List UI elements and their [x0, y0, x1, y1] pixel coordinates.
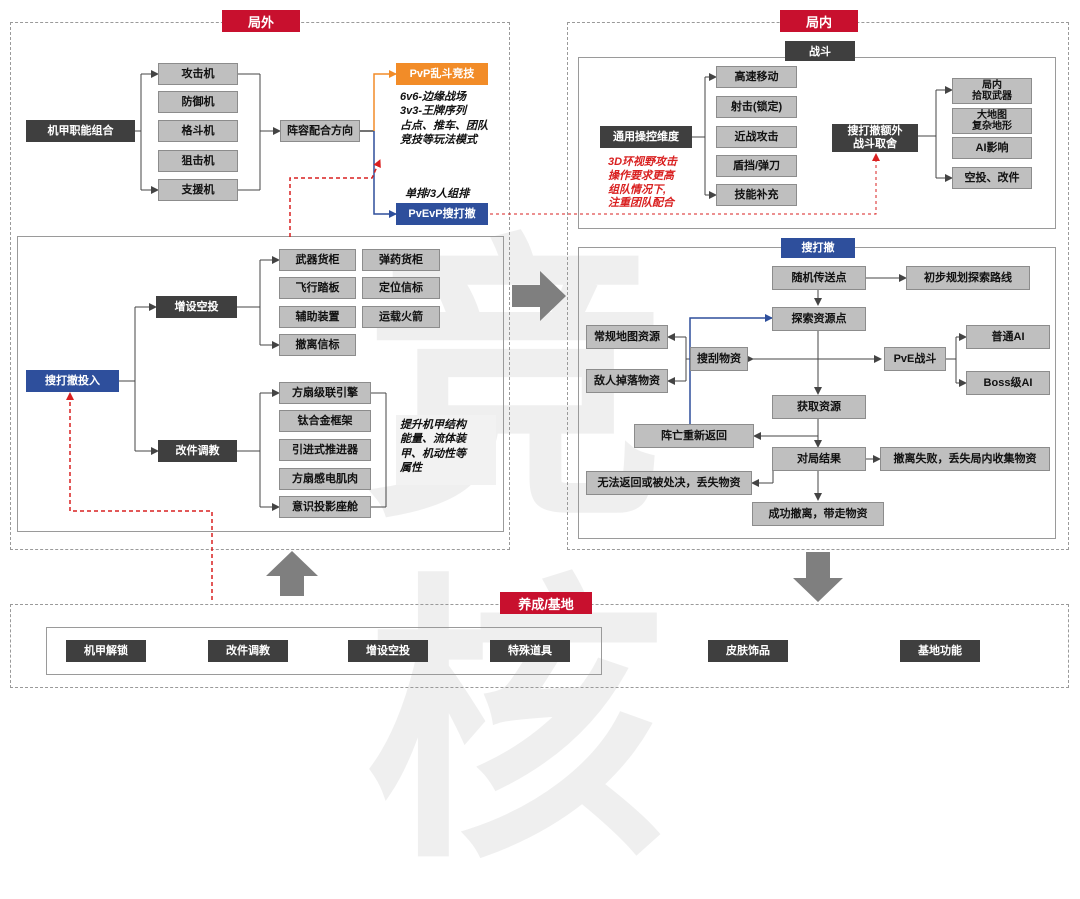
connector-lines — [66, 70, 967, 602]
action-shield-parry: 盾挡/弹刀 — [716, 155, 797, 177]
general-control-node: 通用操控维度 — [600, 126, 692, 148]
mech-sniper-node: 狙击机 — [158, 150, 238, 172]
match-result-node: 对局结果 — [772, 447, 866, 471]
add-equip-node: 增设空投 — [156, 296, 237, 318]
modify-frame: 钛合金框架 — [279, 410, 371, 432]
map-resource-node: 常规地图资源 — [586, 325, 668, 349]
mech-attack-node: 攻击机 — [158, 63, 238, 85]
mech-melee-node: 格斗机 — [158, 120, 238, 142]
pve-battle-node: PvE战斗 — [884, 347, 946, 371]
base-add-equip: 增设空投 — [348, 640, 428, 662]
respawn-node: 阵亡重新返回 — [634, 424, 754, 448]
mech-support-node: 支援机 — [158, 179, 238, 201]
random-spawn-node: 随机传送点 — [772, 266, 866, 290]
flow-arrows — [266, 271, 843, 602]
equip-carrier-rocket: 运载火箭 — [362, 306, 440, 328]
combat-title: 战斗 — [785, 41, 855, 61]
squad-note: 单排/3人组排 — [405, 188, 470, 200]
lineup-node: 阵容配合方向 — [280, 120, 360, 142]
modify-node: 改件调教 — [158, 440, 237, 462]
equip-flight-pedal: 飞行踏板 — [279, 277, 356, 299]
extra-combat-node: 搜打撤额外 战斗取舍 — [832, 124, 918, 152]
inside-title: 局内 — [780, 10, 858, 32]
explore-point-node: 探索资源点 — [772, 307, 866, 331]
extract-input-panel — [17, 236, 504, 532]
equip-evac-beacon: 撤离信标 — [279, 334, 356, 356]
extra-big-map: 大地图 复杂地形 — [952, 108, 1032, 134]
obtain-resource-node: 获取资源 — [772, 395, 866, 419]
base-function: 基地功能 — [900, 640, 980, 662]
equip-aux-device: 辅助装置 — [279, 306, 356, 328]
normal-ai-node: 普通AI — [966, 325, 1050, 349]
action-shoot-lock: 射击(锁定) — [716, 96, 797, 118]
modify-thruster: 引进式推进器 — [279, 439, 371, 461]
lost-loot-node: 无法返回或被处决，丢失物资 — [586, 471, 752, 495]
evac-fail-node: 撤离失败，丢失局内收集物资 — [880, 447, 1050, 471]
base-skin: 皮肤饰品 — [708, 640, 788, 662]
base-title: 养成/基地 — [500, 592, 592, 614]
mech-defense-node: 防御机 — [158, 91, 238, 113]
plan-route-node: 初步规划探索路线 — [906, 266, 1030, 290]
action-melee: 近战攻击 — [716, 126, 797, 148]
boss-ai-node: Boss级AI — [966, 371, 1050, 395]
outside-title: 局外 — [222, 10, 300, 32]
equip-ammo-crate: 弹药货柜 — [362, 249, 440, 271]
pvp-note: 6v6-边缘战场 3v3-王牌序列 占点、推车、团队 竞技等玩法模式 — [400, 91, 488, 146]
mech-combo-node: 机甲职能组合 — [26, 120, 135, 142]
base-special-item: 特殊道具 — [490, 640, 570, 662]
action-high-speed: 高速移动 — [716, 66, 797, 88]
search-loot-node: 搜刮物资 — [690, 347, 748, 371]
extraction-title: 搜打撤 — [781, 238, 855, 258]
base-inner-panel — [46, 627, 602, 675]
modify-muscle: 方扇感电肌肉 — [279, 468, 371, 490]
modify-note: 提升机甲结构 能量、流体装 甲、机动性等 属性 — [396, 415, 496, 485]
base-modify: 改件调教 — [208, 640, 288, 662]
extra-airdrop-modify: 空投、改件 — [952, 167, 1032, 189]
extra-ai-influence: AI影响 — [952, 137, 1032, 159]
extra-pickup-weapon: 局内 拾取武器 — [952, 78, 1032, 104]
action-skill: 技能补充 — [716, 184, 797, 206]
pvp-node: PvP乱斗竞技 — [396, 63, 488, 85]
evac-success-node: 成功撤离，带走物资 — [752, 502, 884, 526]
base-mech-unlock: 机甲解锁 — [66, 640, 146, 662]
modify-engine: 方扇级联引擎 — [279, 382, 371, 404]
extract-input-node: 搜打撤投入 — [26, 370, 119, 392]
pvevp-node: PvEvP搜打撤 — [396, 203, 488, 225]
combat-note: 3D环视野攻击 操作要求更高 组队情况下, 注重团队配合 — [608, 156, 678, 210]
equip-locate-beacon: 定位信标 — [362, 277, 440, 299]
enemy-drop-node: 敌人掉落物资 — [586, 369, 668, 393]
equip-weapon-crate: 武器货柜 — [279, 249, 356, 271]
modify-cockpit: 意识投影座舱 — [279, 496, 371, 518]
